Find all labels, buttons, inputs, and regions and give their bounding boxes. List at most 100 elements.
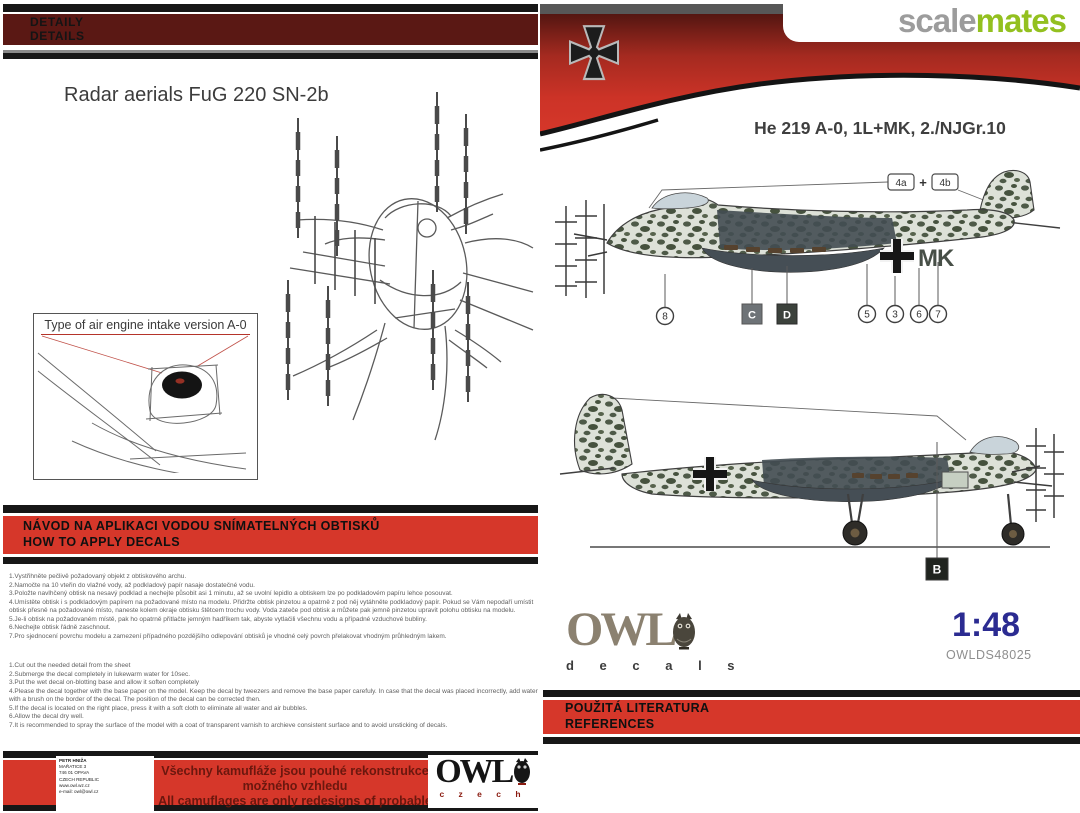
owl-decals-sub: d e c a l s <box>566 658 746 673</box>
camouflage-note: Všechny kamufláže jsou pouhé rekonstrukc… <box>152 764 438 813</box>
step-cz-7: 7.Pro sjednocení povrchu modelu a zameze… <box>9 633 447 641</box>
step-cz-6: 6.Nechejte obtisk řádně zaschnout. <box>9 624 111 632</box>
howto-steps-czech: 1.Vystřihněte pečlivě požadovaný objekt … <box>9 573 539 642</box>
step-en-3: 3.Put the wet decal on-blotting base and… <box>9 679 200 687</box>
step-cz-1: 1.Vystřihněte pečlivě požadovaný objekt … <box>9 573 187 580</box>
references-top-black-bar <box>543 690 1080 697</box>
references-bottom-black-bar <box>543 737 1080 744</box>
svg-text:3: 3 <box>892 310 898 321</box>
howto-header-band: NÁVOD NA APLIKACI VODOU SNÍMATELNÝCH OBT… <box>3 516 538 554</box>
right-header-swoosh <box>540 14 1080 152</box>
owl-decals-logo: OWL d e c a l s <box>566 606 746 674</box>
step-en-7: 7.It is recommended to spray the surface… <box>9 722 448 730</box>
svg-text:5: 5 <box>864 310 870 321</box>
howto-steps-english: 1.Cut out the needed detail from the she… <box>9 662 539 731</box>
swoosh-curve-line-2 <box>540 118 659 152</box>
tailplane <box>559 467 615 475</box>
tailplane <box>1006 221 1061 229</box>
callout-square-c: C <box>741 303 763 325</box>
owl-czech-logo: OWL c z e c h <box>428 755 538 808</box>
callout-circle-5: 5 <box>857 304 877 324</box>
howto-top-black-bar <box>3 505 538 513</box>
scalemates-logo-box[interactable]: scalemates <box>783 0 1080 42</box>
owl-czech-sub: c z e c h <box>439 789 527 799</box>
svg-text:4a: 4a <box>895 178 907 189</box>
step-cz-3: 3.Položte navlhčený obtisk na nesavý pod… <box>9 590 453 598</box>
step-cz-4: 4.Umístěte obtisk i s podkladovým papíre… <box>9 598 534 615</box>
leader-line <box>611 397 967 441</box>
howto-title-en: HOW TO APPLY DECALS <box>23 535 180 549</box>
references-title-en: REFERENCES <box>565 717 655 731</box>
svg-text:4b: 4b <box>939 178 951 189</box>
callout-circle-8: 8 <box>655 306 675 326</box>
howto-title-cz: NÁVOD NA APLIKACI VODOU SNÍMATELNÝCH OBT… <box>23 519 380 533</box>
details-header-line2: DETAILS <box>30 29 85 43</box>
svg-text:7: 7 <box>935 310 941 321</box>
nose-antenna-array <box>555 200 608 298</box>
exhaust-stacks <box>852 473 918 479</box>
sheet-code: OWLDS48025 <box>946 648 1032 662</box>
svg-text:8: 8 <box>662 312 668 323</box>
details-header-band: DETAILY DETAILS <box>3 14 538 45</box>
scale-label: 1:48 <box>952 606 1021 644</box>
footer-top-black-bar <box>3 751 538 758</box>
intake-leader-lines <box>41 335 249 374</box>
iron-cross-icon <box>569 25 619 81</box>
left-divider-gray <box>3 50 538 53</box>
balkenkreuz-icon <box>880 239 914 273</box>
scalemates-logo-mates: mates <box>975 2 1067 39</box>
address-line: www.owl.wz.cz <box>59 782 90 788</box>
left-divider-black <box>3 53 538 59</box>
camouflage-note-en: All camuflages are only redesigns of pro… <box>158 794 432 813</box>
radar-aerials-drawing <box>35 68 534 441</box>
step-en-6: 6.Allow the decal dry well. <box>9 713 84 721</box>
tail-fin <box>574 393 633 475</box>
intake-drawing <box>37 335 249 473</box>
callout-square-d: D <box>776 303 798 325</box>
callout-box-4a: 4a <box>887 173 915 191</box>
step-cz-2: 2.Namočte na 10 vteřin do vlažné vody, a… <box>9 581 255 589</box>
leader-line <box>648 181 889 209</box>
address-line: 746 01 OPAVA <box>59 770 90 776</box>
publisher-address-block: PETR HNIŽA MAŘATICE 3 746 01 OPAVA CZECH… <box>56 756 154 812</box>
swoosh-curve-line <box>540 72 1080 137</box>
howto-bottom-black-bar <box>3 557 538 564</box>
address-line: CZECH REPUBLIC <box>59 776 100 782</box>
svg-text:C: C <box>748 310 756 322</box>
address-line: e-mail: owl@owl.cz <box>59 788 99 794</box>
red-swoosh-shape <box>540 14 1080 134</box>
balkenkreuz-icon <box>693 457 727 491</box>
intake-red-mark <box>175 378 185 384</box>
step-en-4: 4.Please the decal together with the bas… <box>9 687 538 704</box>
aircraft-profile-bottom: B <box>559 393 1064 581</box>
address-line: PETR HNIŽA <box>59 758 87 763</box>
nose-antenna-array <box>1011 428 1064 522</box>
equipment-panel <box>941 471 969 489</box>
details-header-line1: DETAILY <box>30 15 84 29</box>
engine-nacelle <box>701 247 885 273</box>
callout-square-b: B <box>925 557 949 581</box>
references-title-cz: POUŽITÁ LITERATURA <box>565 701 710 715</box>
intake-opening <box>162 371 202 399</box>
engine-nacelle <box>751 479 951 502</box>
step-en-2: 2.Submerge the decal completely in lukew… <box>9 670 191 678</box>
scheme-title: He 219 A-0, 1L+MK, 2./NJGr.10 <box>754 118 1006 138</box>
footer-bottom-black-bar <box>3 805 538 811</box>
callout-circle-3: 3 <box>885 304 905 324</box>
fuselage-code-letters: MK <box>918 245 955 272</box>
callout-box-4b: 4b <box>931 173 959 191</box>
wing-root-shadow <box>717 210 897 251</box>
canopy <box>651 192 709 210</box>
fuselage-nose-outline <box>289 193 534 441</box>
owl-bird-icon <box>672 613 695 650</box>
camouflage-note-cz: Všechny kamufláže jsou pouhé rekonstrukc… <box>161 764 429 793</box>
svg-text:6: 6 <box>916 310 922 321</box>
callout-plus: + <box>919 175 927 190</box>
exhaust-stacks <box>724 245 826 253</box>
canopy <box>969 436 1020 455</box>
intake-inset-box: Type of air engine intake version A-0 <box>33 313 258 480</box>
nacelle-outline <box>37 352 247 473</box>
step-cz-5: 5.Je-li obtisk na požadovaném místě, pak… <box>9 615 427 623</box>
address-line: MAŘATICE 3 <box>59 764 87 770</box>
